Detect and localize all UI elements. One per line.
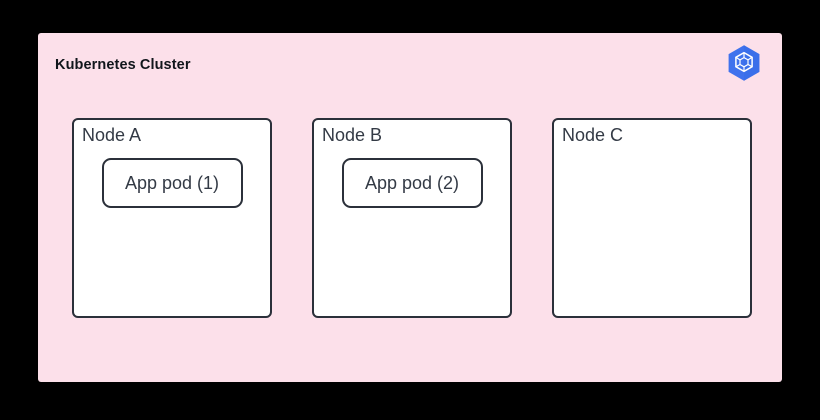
node-label: Node B	[322, 125, 383, 145]
pod-box[interactable]: App pod (1)	[101, 158, 243, 208]
node-label: Node C	[562, 125, 624, 145]
pod-label: App pod (2)	[364, 172, 460, 193]
node-box-b[interactable]: Node B App pod (2)	[312, 118, 512, 318]
pods-container: App pod (2)	[314, 158, 510, 208]
node-label: Node A	[82, 125, 142, 145]
node-box-c[interactable]: Node C	[552, 118, 752, 318]
pod-box[interactable]: App pod (2)	[341, 158, 483, 208]
kubernetes-logo-icon	[724, 43, 764, 83]
pod-label: App pod (1)	[124, 172, 220, 193]
kubernetes-cluster-container: Kubernetes Cluster	[38, 33, 782, 382]
pods-container: App pod (1)	[74, 158, 270, 208]
cluster-title: Kubernetes Cluster	[55, 57, 191, 73]
node-box-a[interactable]: Node A App pod (1)	[72, 118, 272, 318]
nodes-row: Node A App pod (1) Node B App pod (2) No…	[72, 118, 752, 318]
